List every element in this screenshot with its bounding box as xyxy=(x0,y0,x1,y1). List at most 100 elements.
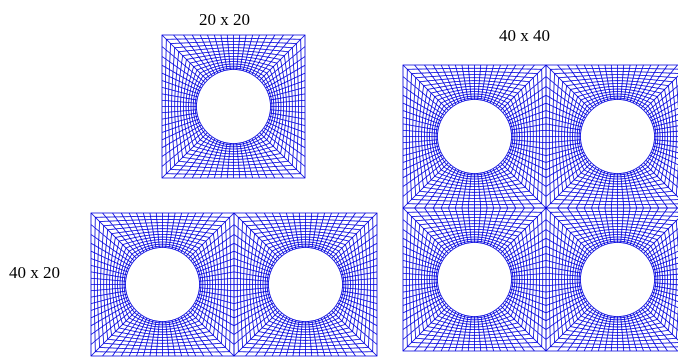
mesh-spoke xyxy=(323,316,348,357)
mesh-spoke xyxy=(268,118,306,133)
mesh-spoke xyxy=(653,268,678,274)
mesh-spoke xyxy=(180,316,205,357)
mesh-spoke xyxy=(486,207,501,245)
mesh-ring xyxy=(437,242,512,317)
mesh-spoke xyxy=(650,250,678,265)
mesh-spoke xyxy=(338,250,378,270)
mesh-spoke xyxy=(245,34,260,72)
mesh-spoke xyxy=(626,172,638,209)
mesh-spoke xyxy=(640,307,678,352)
mesh-spoke xyxy=(188,212,235,259)
mesh-spoke xyxy=(402,237,443,262)
mesh-spoke xyxy=(402,207,449,254)
mesh-spoke xyxy=(557,64,595,109)
mesh-spoke xyxy=(402,259,439,271)
mesh-spoke xyxy=(604,64,612,101)
mesh-spoke xyxy=(261,46,306,84)
mesh-spoke xyxy=(220,34,228,71)
mesh-spoke xyxy=(342,277,378,282)
mesh-spoke xyxy=(500,207,547,254)
mesh-spoke xyxy=(90,234,133,264)
mesh-spoke xyxy=(245,312,283,357)
mesh-spoke xyxy=(638,166,668,209)
mesh-spoke xyxy=(402,94,443,119)
mesh-spoke xyxy=(495,309,525,352)
mesh-spoke xyxy=(643,305,678,341)
mesh-spoke xyxy=(213,34,225,71)
mesh-spoke xyxy=(136,212,151,250)
mesh-spoke xyxy=(545,253,583,268)
mesh-spoke xyxy=(654,130,678,134)
mesh-spoke xyxy=(195,299,235,319)
mesh-spoke xyxy=(497,164,535,209)
mesh-spoke xyxy=(575,64,600,105)
mesh-spoke xyxy=(511,282,547,287)
mesh-spoke xyxy=(645,228,678,257)
mesh-spoke xyxy=(185,212,223,257)
mesh-spoke xyxy=(567,207,597,250)
mesh-spoke xyxy=(402,148,440,163)
mesh-spoke xyxy=(311,320,319,357)
mesh-spoke xyxy=(507,151,547,171)
mesh-spoke xyxy=(591,171,606,209)
mesh-spoke xyxy=(604,315,612,352)
mesh-spoke xyxy=(545,139,581,144)
mesh-spoke xyxy=(448,64,463,102)
mesh-20x20 xyxy=(161,34,306,179)
mesh-spoke xyxy=(326,212,356,255)
mesh-spoke xyxy=(402,145,439,157)
mesh-spoke xyxy=(142,320,154,357)
mesh-spoke xyxy=(180,212,205,253)
mesh-spoke xyxy=(620,173,625,209)
mesh-spoke xyxy=(198,264,235,276)
mesh-spoke xyxy=(650,151,678,166)
mesh-spoke xyxy=(259,132,306,179)
mesh-spoke xyxy=(285,320,297,357)
mesh-spoke xyxy=(497,207,535,252)
mesh-spoke xyxy=(161,86,198,98)
mesh-spoke xyxy=(545,245,585,265)
mesh-spoke xyxy=(454,315,466,352)
mesh-spoke xyxy=(632,64,652,104)
mesh-spoke xyxy=(632,312,652,352)
mesh-spoke xyxy=(635,207,660,248)
mesh-spoke xyxy=(647,157,678,180)
mesh-spoke xyxy=(328,212,366,257)
mesh-spoke xyxy=(265,124,306,149)
mesh-spoke xyxy=(649,101,678,119)
mesh-spoke xyxy=(266,72,306,92)
mesh-spoke xyxy=(483,64,495,101)
mesh-spoke xyxy=(653,142,678,148)
mesh-spoke xyxy=(510,285,547,293)
mesh-spoke xyxy=(638,309,668,352)
mesh-spoke xyxy=(402,162,449,209)
mesh-spoke xyxy=(635,168,660,209)
mesh-spoke xyxy=(489,169,509,209)
mesh-spoke xyxy=(545,291,583,306)
mesh-spoke xyxy=(545,207,592,254)
mesh-spoke xyxy=(402,305,449,352)
mesh-spoke xyxy=(545,76,590,114)
mesh-spoke xyxy=(454,207,466,244)
mesh-spoke xyxy=(298,321,303,357)
mesh-spoke xyxy=(268,80,306,95)
mesh-spoke xyxy=(414,307,452,352)
mesh-spoke xyxy=(161,64,202,89)
mesh-spoke xyxy=(233,271,270,279)
mesh-spoke xyxy=(620,207,625,243)
mesh-spoke xyxy=(545,123,582,131)
mesh-spoke xyxy=(653,125,678,131)
mesh-spoke xyxy=(192,234,235,264)
mesh-spoke xyxy=(269,115,306,127)
mesh-spoke xyxy=(402,142,439,150)
mesh-spoke xyxy=(545,300,588,330)
mesh-spoke xyxy=(597,172,609,209)
mesh-spoke xyxy=(545,229,588,259)
mesh-spoke xyxy=(242,142,254,179)
mesh-spoke xyxy=(402,300,445,330)
mesh-spoke xyxy=(510,142,547,150)
mesh-spoke xyxy=(168,320,176,357)
mesh-40x20 xyxy=(90,212,378,357)
mesh-spoke xyxy=(155,212,160,248)
mesh-spoke xyxy=(495,207,525,250)
